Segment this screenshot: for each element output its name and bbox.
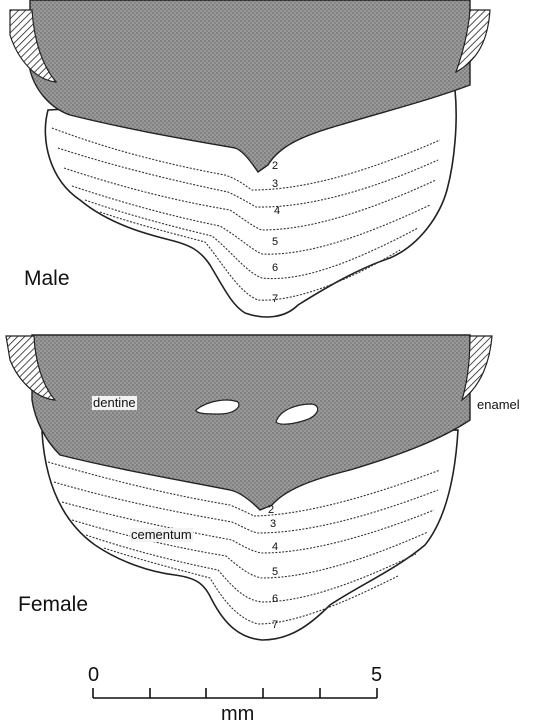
- male-label: Male: [24, 267, 70, 291]
- scale-start-label: 0: [88, 664, 99, 687]
- scale-end-label: 5: [371, 664, 382, 687]
- dentine-label: dentine: [92, 396, 137, 410]
- male-layer-number: 5: [272, 236, 278, 248]
- male-panel: [10, 0, 490, 317]
- female-layer-number: 5: [272, 566, 278, 578]
- male-layer-number: 4: [274, 205, 280, 217]
- female-layer-number: 4: [272, 541, 278, 553]
- cementum-label: cementum: [130, 528, 193, 542]
- enamel-label: enamel: [477, 397, 520, 412]
- male-layer-number: 7: [272, 293, 278, 305]
- male-layer-number: 6: [272, 262, 278, 274]
- female-layer-number: 6: [272, 593, 278, 605]
- female-label: Female: [18, 593, 88, 617]
- scale-bar: [93, 688, 377, 698]
- scale-unit-label: mm: [221, 703, 254, 726]
- female-layer-number: 7: [272, 619, 278, 631]
- male-layer-number: 2: [272, 160, 278, 172]
- male-layer-number: 3: [272, 178, 278, 190]
- female-layer-number: 3: [270, 518, 276, 530]
- female-layer-number: 2: [268, 504, 274, 516]
